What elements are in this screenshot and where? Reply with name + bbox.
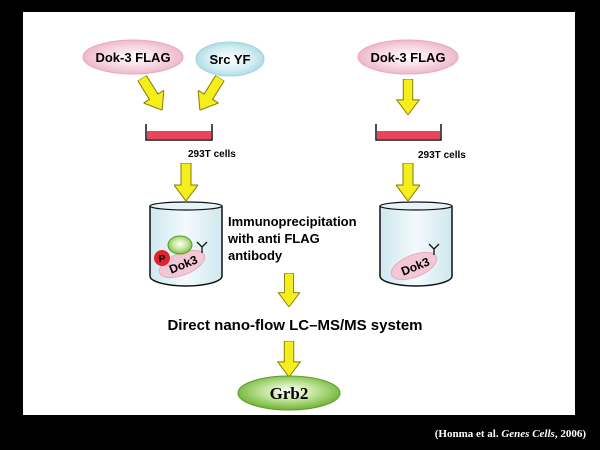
- arrow-dish-to-tube-left: [174, 163, 198, 201]
- citation-journal: Genes Cells: [501, 428, 555, 440]
- ip-text-line2: with anti FLAG: [227, 231, 320, 246]
- citation-year: , 2006): [554, 428, 586, 440]
- ip-text-line1: Immunoprecipitation: [228, 214, 357, 229]
- arrow-to-lcms: [277, 273, 301, 307]
- phospho-label: P: [159, 254, 166, 265]
- cells-label-right: 293T cells: [418, 150, 466, 161]
- arrow-srcyf-to-dish: [189, 71, 231, 117]
- dok3-flag-label-left: Dok-3 FLAG: [95, 50, 170, 65]
- dok3-flag-ellipse-left: Dok-3 FLAG: [82, 39, 184, 75]
- citation-authors: (Honma et al.: [434, 428, 502, 440]
- arrow-dok3-to-dish: [131, 71, 173, 117]
- dok3-flag-ellipse-right: Dok-3 FLAG: [357, 39, 459, 75]
- antibody-icon-left: [196, 241, 208, 253]
- culture-dish-right: [375, 124, 442, 141]
- arrow-dok3-to-dish-right: [396, 79, 420, 115]
- src-yf-ellipse: Src YF: [195, 41, 265, 77]
- culture-dish-left: [145, 124, 213, 141]
- lcms-system-label: Direct nano-flow LC–MS/MS system: [167, 317, 422, 334]
- cells-label-left: 293T cells: [188, 149, 236, 160]
- phospho-circle: P: [154, 250, 170, 266]
- antibody-icon-right: [428, 243, 440, 255]
- citation: (Honma et al. Genes Cells, 2006): [435, 428, 586, 440]
- slide-background: [23, 12, 575, 415]
- ip-text-line3: antibody: [228, 248, 283, 263]
- grb2-label: Grb2: [270, 384, 309, 403]
- dok3-flag-label-right: Dok-3 FLAG: [370, 50, 445, 65]
- arrow-dish-to-tube-right: [396, 163, 420, 201]
- grb2-result-ellipse: Grb2: [237, 375, 341, 411]
- arrow-to-grb2: [277, 341, 301, 377]
- src-yf-label: Src YF: [210, 52, 251, 67]
- grb2-bound-ellipse: [167, 235, 193, 255]
